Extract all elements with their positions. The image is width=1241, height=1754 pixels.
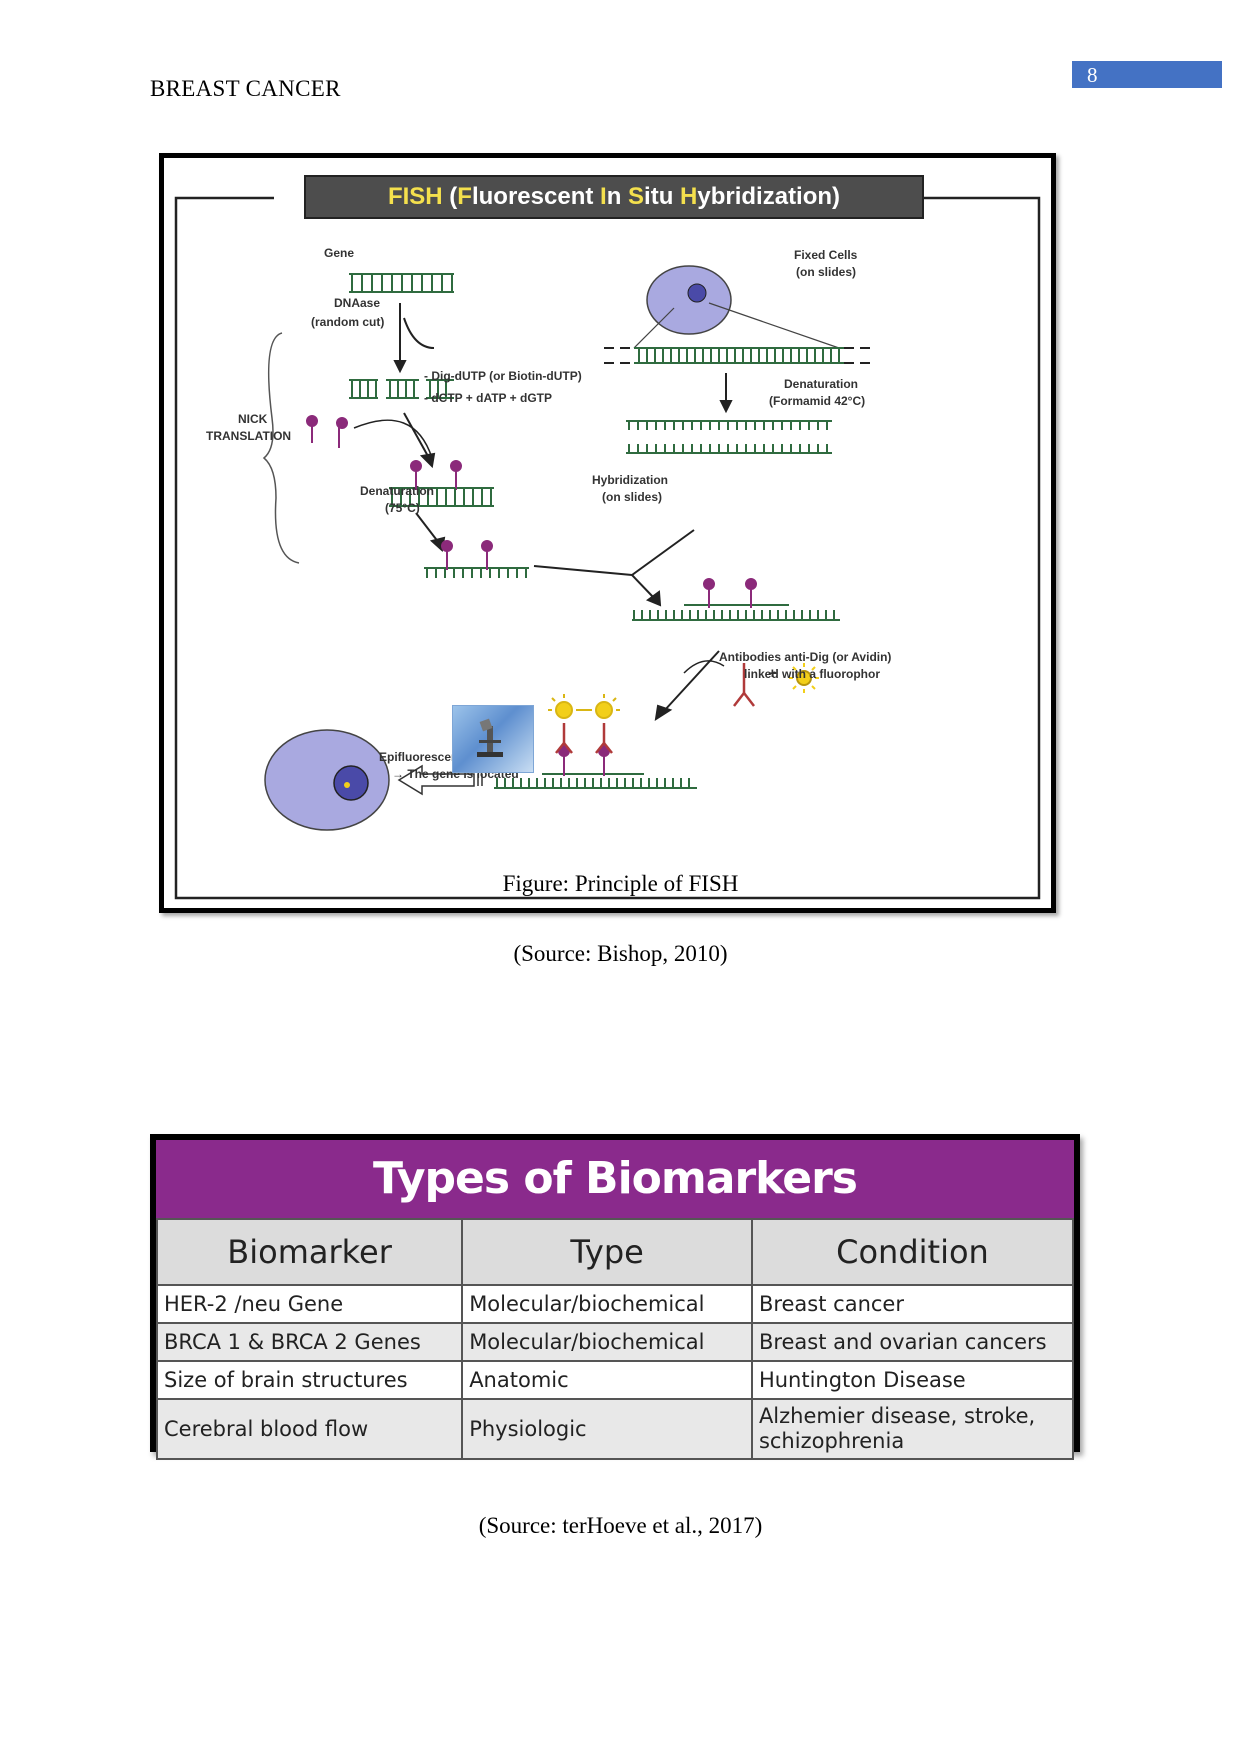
result-cell bbox=[264, 729, 390, 831]
biomarkers-figure: Types of Biomarkers Biomarker Type Condi… bbox=[150, 1134, 1080, 1460]
label-on-slides: (on slides) bbox=[796, 265, 857, 279]
table-row: BRCA 1 & BRCA 2 Genes Molecular/biochemi… bbox=[155, 1322, 1075, 1362]
label-antibodies: Antibodies anti-Dig (or Avidin) bbox=[719, 650, 892, 664]
table-header-row: Biomarker Type Condition bbox=[155, 1218, 1075, 1286]
fish-title: FISH (Fluorescent In Situ Hybridization) bbox=[304, 175, 924, 219]
table-cell: HER-2 /neu Gene bbox=[155, 1284, 464, 1324]
fish-figure: FISH (Fluorescent In Situ Hybridization)… bbox=[159, 153, 1056, 913]
fish-source: (Source: Bishop, 2010) bbox=[513, 941, 728, 966]
biomarkers-table: Biomarker Type Condition HER-2 /neu Gene… bbox=[155, 1218, 1075, 1460]
col-header-type: Type bbox=[461, 1218, 753, 1286]
hybridized-dna bbox=[632, 604, 840, 621]
col-header-biomarker: Biomarker bbox=[155, 1218, 464, 1286]
label-translation: TRANSLATION bbox=[206, 429, 292, 443]
table-row: Size of brain structures Anatomic Huntin… bbox=[155, 1360, 1075, 1400]
fish-title-prefix: FISH bbox=[387, 183, 443, 210]
table-cell: Anatomic bbox=[461, 1360, 753, 1400]
fish-caption: Figure: Principle of FISH bbox=[502, 871, 739, 896]
labelled-dna bbox=[389, 487, 494, 507]
label-dnaase: DNAase bbox=[334, 296, 381, 310]
label-gene: Gene bbox=[324, 246, 355, 260]
label-random-cut: (random cut) bbox=[311, 315, 385, 329]
free-probes bbox=[306, 415, 348, 448]
hollow-arrow bbox=[397, 764, 483, 796]
label-hybrid-on-slides: (on slides) bbox=[602, 490, 663, 504]
table-cell: Molecular/biochemical bbox=[461, 1322, 753, 1362]
label-denaturation-75: Denaturation bbox=[360, 484, 435, 498]
table-cell: Size of brain structures bbox=[155, 1360, 464, 1400]
table-cell: BRCA 1 & BRCA 2 Genes bbox=[155, 1322, 464, 1362]
table-row: Cerebral blood flow Physiologic Alzhemie… bbox=[155, 1398, 1075, 1460]
page-number: 8 bbox=[1087, 63, 1098, 87]
antibody-icon bbox=[733, 663, 755, 707]
running-title: BREAST CANCER bbox=[150, 76, 341, 101]
table-cell: Physiologic bbox=[461, 1398, 753, 1460]
table-source: (Source: terHoeve et al., 2017) bbox=[478, 1513, 763, 1538]
table-cell: Breast and ovarian cancers bbox=[750, 1322, 1075, 1362]
table-cell: Cerebral blood flow bbox=[155, 1398, 464, 1460]
fixed-cell-nucleus bbox=[687, 283, 707, 303]
microscope-icon bbox=[477, 718, 503, 757]
table-cell: Alzhemier disease, stroke, schizophrenia bbox=[750, 1398, 1075, 1460]
page-number-badge: 8 bbox=[1072, 61, 1222, 88]
label-dig-dutp: - Dig-dUTP (or Biotin-dUTP) bbox=[424, 369, 582, 383]
inner-frame bbox=[174, 196, 1041, 900]
table-cell: Huntington Disease bbox=[750, 1360, 1075, 1400]
dnaase-arrow bbox=[393, 303, 435, 374]
table-cell: Molecular/biochemical bbox=[461, 1284, 753, 1324]
table-row: HER-2 /neu Gene Molecular/biochemical Br… bbox=[155, 1284, 1075, 1324]
label-fixed-cells: Fixed Cells bbox=[794, 248, 858, 262]
detected-dna bbox=[494, 773, 697, 789]
fluorophore-icon bbox=[789, 663, 819, 693]
label-75c: (75°C) bbox=[385, 501, 420, 515]
label-dctp: - dCTP + dATP + dGTP bbox=[424, 391, 553, 405]
cut-dna bbox=[349, 379, 454, 399]
fish-diagram bbox=[174, 196, 1041, 900]
label-fluorophor: linked with a fluorophor bbox=[744, 667, 880, 681]
col-header-condition: Condition bbox=[750, 1218, 1075, 1286]
chromosomal-dna bbox=[634, 347, 844, 364]
label-plus: + bbox=[768, 665, 777, 682]
label-nick: NICK bbox=[238, 412, 268, 426]
label-denaturation-42: Denaturation bbox=[784, 377, 859, 391]
result-cell-nucleus bbox=[333, 765, 369, 801]
table-cell: Breast cancer bbox=[750, 1284, 1075, 1324]
fixed-cell bbox=[646, 265, 732, 335]
nick-bracket bbox=[262, 332, 300, 564]
label-hybridization: Hybridization bbox=[592, 473, 669, 487]
biomarkers-title: Types of Biomarkers bbox=[156, 1140, 1074, 1218]
label-formamid: (Formamid 42°C) bbox=[769, 394, 866, 408]
microscope-image bbox=[452, 705, 534, 773]
